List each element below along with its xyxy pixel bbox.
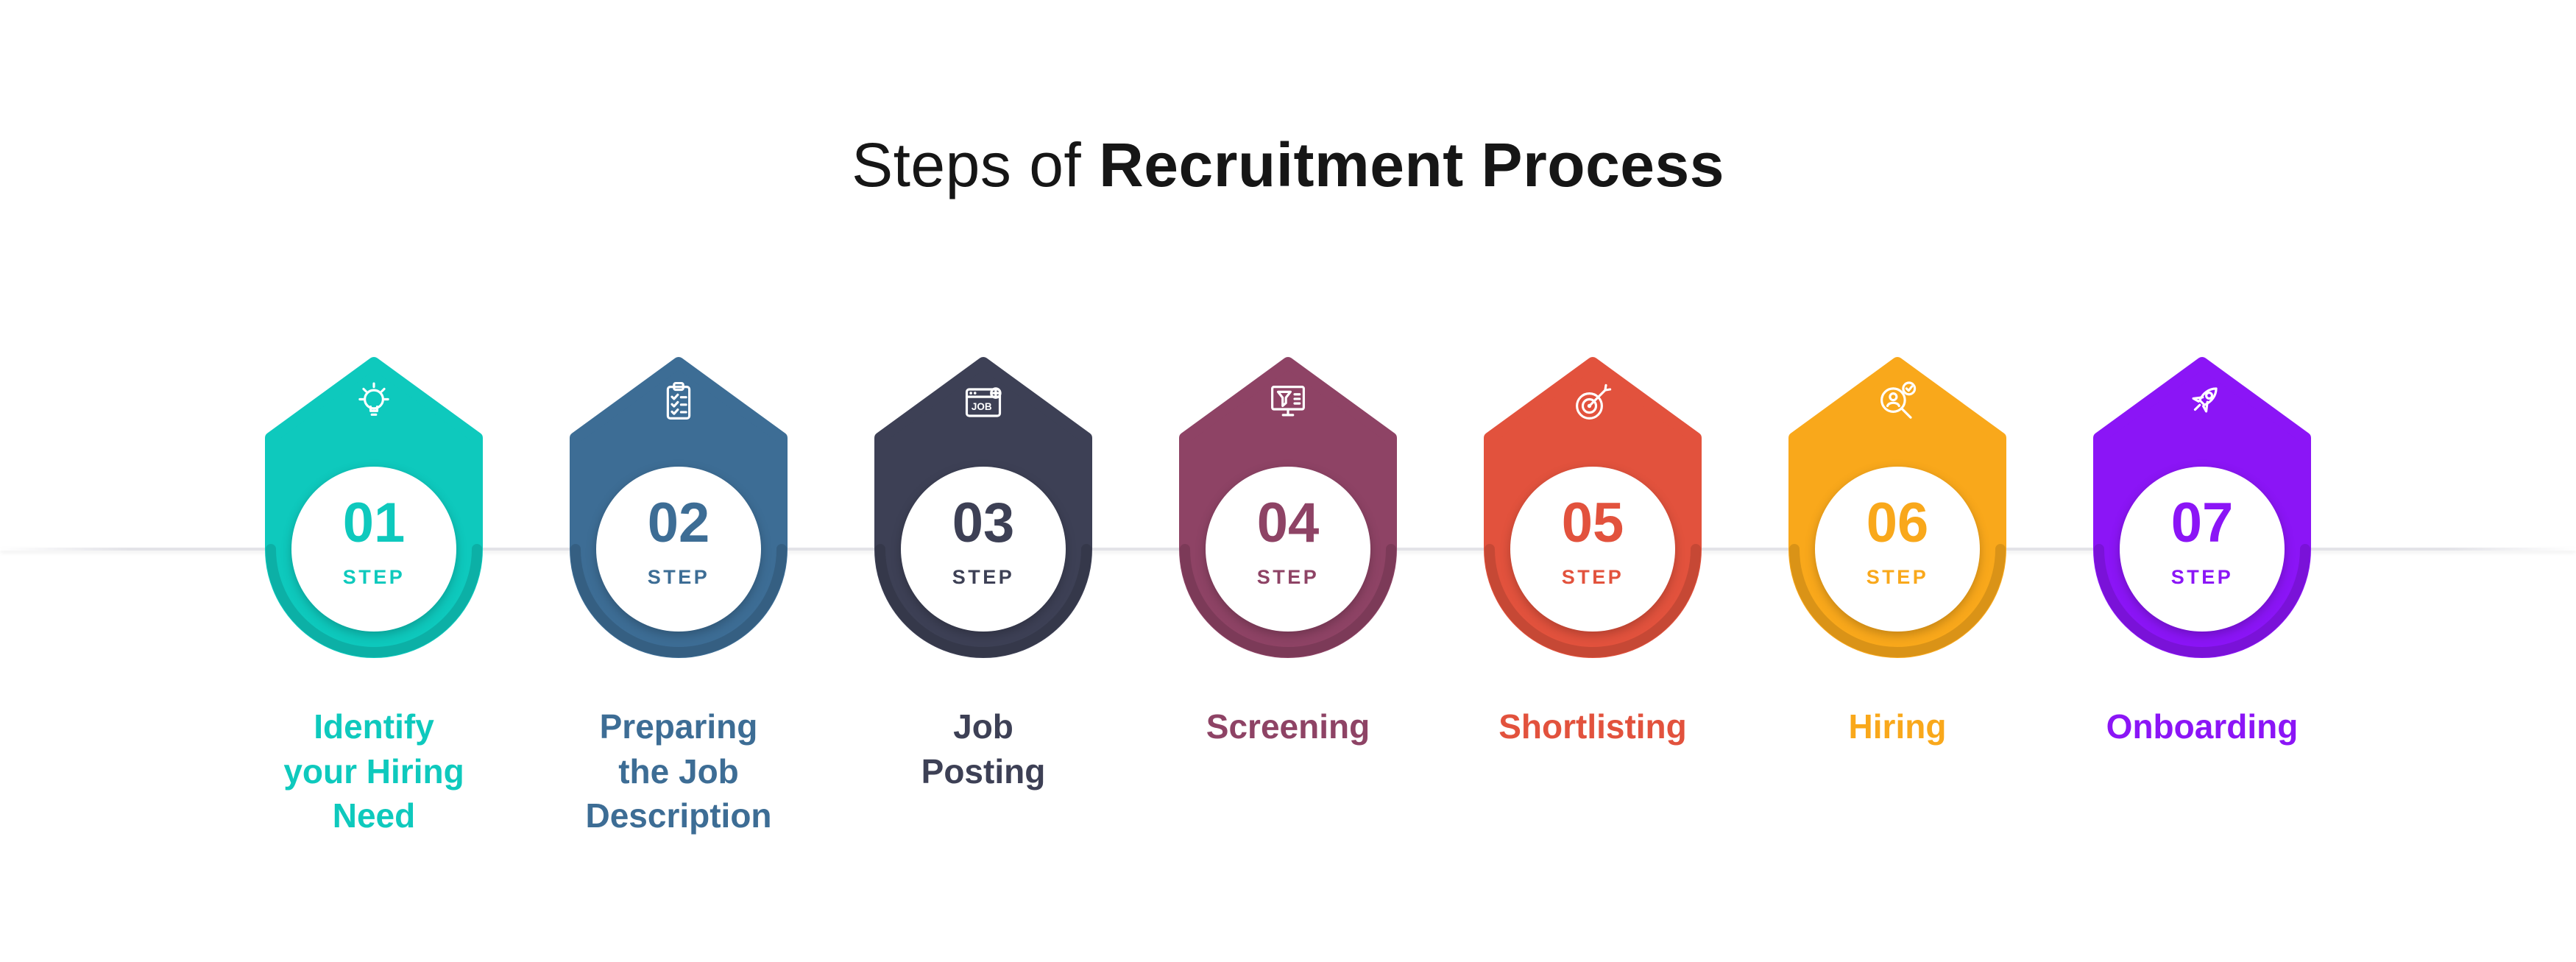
search-candidate-icon bbox=[1871, 376, 1924, 429]
title-bold: Recruitment Process bbox=[1099, 130, 1724, 199]
badge-shape bbox=[1484, 357, 1702, 658]
step-word: STEP bbox=[1561, 566, 1624, 588]
badge-shape bbox=[570, 357, 788, 658]
badge-shape bbox=[1788, 357, 2006, 658]
step-number: 04 bbox=[1256, 492, 1320, 554]
step-word: STEP bbox=[342, 566, 406, 588]
step-label: Identify your Hiring Need bbox=[283, 707, 464, 835]
step-number: 01 bbox=[342, 492, 406, 554]
step-badge: 04 STEP bbox=[1178, 354, 1398, 663]
step-number: 03 bbox=[952, 492, 1015, 554]
title-prefix: Steps of bbox=[852, 130, 1082, 199]
step-badge: 06 STEP bbox=[1787, 354, 2008, 663]
step-word: STEP bbox=[952, 566, 1015, 588]
badge-shape bbox=[874, 357, 1092, 658]
page-title: Steps of Recruitment Process bbox=[0, 130, 2576, 201]
step-label: Onboarding bbox=[2106, 707, 2299, 746]
step-label: Job Posting bbox=[921, 707, 1046, 791]
step-card-5: 05 STEP Shortlisting bbox=[1482, 354, 1703, 838]
step-card-3: JOB 03 STEP Job Posting bbox=[873, 354, 1094, 838]
step-badge: 01 STEP bbox=[263, 354, 484, 663]
lightbulb-icon bbox=[347, 376, 400, 429]
step-label: Screening bbox=[1206, 707, 1370, 746]
step-number: 07 bbox=[2170, 492, 2234, 554]
step-badge: JOB 03 STEP bbox=[873, 354, 1094, 663]
target-arrow-icon bbox=[1566, 376, 1619, 429]
step-word: STEP bbox=[1866, 566, 1929, 588]
job-posting-icon: JOB bbox=[957, 376, 1010, 429]
step-card-1: 01 STEP Identify your Hiring Need bbox=[263, 354, 484, 838]
step-badge: 07 STEP bbox=[2092, 354, 2313, 663]
step-label: Preparing the Job Description bbox=[585, 707, 772, 835]
step-badge: 05 STEP bbox=[1482, 354, 1703, 663]
step-card-2: 02 STEP Preparing the Job Description bbox=[568, 354, 789, 838]
step-card-6: 06 STEP Hiring bbox=[1787, 354, 2008, 838]
step-number: 06 bbox=[1866, 492, 1929, 554]
step-badge: 02 STEP bbox=[568, 354, 789, 663]
step-word: STEP bbox=[1256, 566, 1320, 588]
step-word: STEP bbox=[647, 566, 710, 588]
step-label: Shortlisting bbox=[1498, 707, 1687, 746]
badge-shape bbox=[265, 357, 483, 658]
step-card-4: 04 STEP Screening bbox=[1178, 354, 1398, 838]
step-number: 05 bbox=[1561, 492, 1624, 554]
step-number: 02 bbox=[647, 492, 710, 554]
steps-row: 01 STEP Identify your Hiring Need bbox=[0, 354, 2576, 838]
step-word: STEP bbox=[2170, 566, 2234, 588]
badge-shape bbox=[2093, 357, 2311, 658]
clipboard-checklist-icon bbox=[652, 376, 705, 429]
rocket-icon bbox=[2176, 376, 2229, 429]
svg-text:JOB: JOB bbox=[972, 401, 992, 412]
step-label: Hiring bbox=[1848, 707, 1947, 746]
badge-shape bbox=[1179, 357, 1397, 658]
screening-funnel-icon bbox=[1262, 376, 1314, 429]
step-card-7: 07 STEP Onboarding bbox=[2092, 354, 2313, 838]
